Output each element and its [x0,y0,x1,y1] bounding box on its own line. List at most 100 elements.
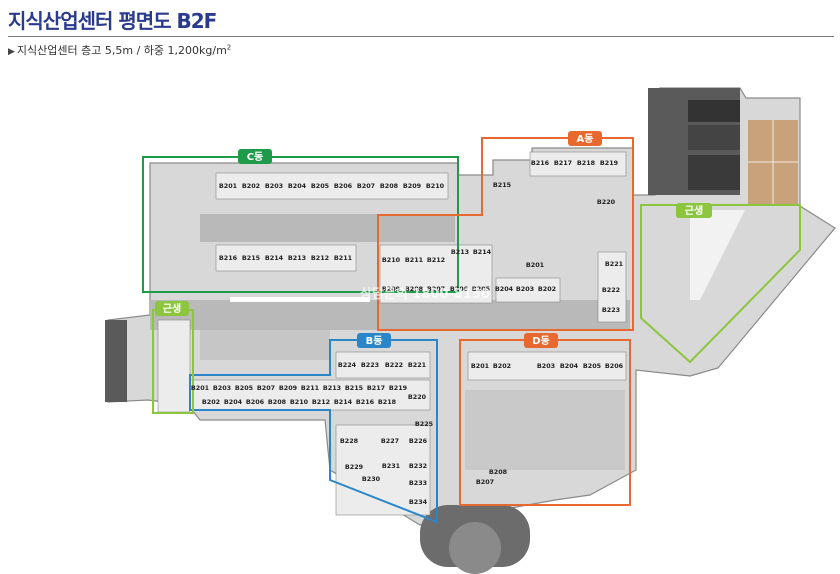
c-drive-aisle [200,214,455,242]
unit-label-b-b203: B203 [213,384,231,392]
zone-c-outline [142,156,459,293]
unit-label-b-b221: B221 [408,361,426,369]
unit-label-b-b213: B213 [323,384,341,392]
unit-label-b-b205: B205 [235,384,253,392]
unit-label-b-b207: B207 [257,384,275,392]
zone-b-outline [189,339,438,524]
unit-label-a-b206: B206 [450,285,469,293]
atrium [690,210,745,300]
unit-label-a-b212: B212 [427,256,445,264]
unit-label-a-b202: B202 [538,285,556,293]
dark-room-2 [688,125,740,150]
zone-d-tag: D동 [532,335,550,347]
unit-label-b-b204: B204 [224,398,243,406]
unit-label-b-b219: B219 [389,384,408,392]
zone-b-tag: B동 [366,335,383,347]
unit-label-d-b206: B206 [605,362,624,370]
unit-label-b-b215: B215 [345,384,363,392]
unit-label-b-b210: B210 [290,398,309,406]
left-dark-block [105,320,127,402]
unit-label-a-b203: B203 [516,285,534,293]
unit-label-a-b214: B214 [473,248,492,256]
zone-tags: C동 A동 B동 D동 근생 근생 [155,131,712,348]
triangle-bullet-icon: ▶ [8,47,15,57]
unit-label-c-b210: B210 [426,182,445,190]
unit-label-d-b207: B207 [476,478,494,486]
unit-label-a-b215: B215 [493,181,511,189]
unit-label-a-b209: B209 [382,285,401,293]
unit-label-a-b207: B207 [427,285,445,293]
unit-label-b-b212: B212 [312,398,330,406]
unit-label-a-b218: B218 [577,159,596,167]
unit-label-a-b216: B216 [531,159,550,167]
unit-label-a-b220: B220 [597,198,616,206]
zone-a-tag-bg [568,131,602,146]
amenity-left-tag-bg [155,301,189,316]
unit-label-b-b201: B201 [191,384,209,392]
zone-d-tag-bg [524,333,558,348]
unit-label-c-b213: B213 [288,254,306,262]
unit-label-d-b203: B203 [537,362,555,370]
unit-label-b-b216: B216 [356,398,375,406]
title-divider [8,36,834,37]
unit-label-d-b208: B208 [489,468,508,476]
zone-a-tag: A동 [577,133,594,145]
unit-label-c-b208: B208 [380,182,399,190]
unit-label-c-b201: B201 [219,182,237,190]
watermark: 상담문의 1800-8130 [360,286,490,302]
unit-label-b-b230: B230 [362,475,381,483]
unit-label-c-b205: B205 [311,182,329,190]
unit-label-b-b226: B226 [409,437,428,445]
unit-label-a-b210: B210 [382,256,401,264]
unit-label-b-b224: B224 [338,361,357,369]
unit-label-b-b223: B223 [361,361,379,369]
dark-room-1 [688,100,740,122]
unit-label-b-b209: B209 [279,384,298,392]
amenity-right-tag: 근생 [685,204,703,217]
unit-label-a-b204: B204 [495,285,514,293]
unit-label-a-b201: B201 [526,261,544,269]
unit-label-b-b202: B202 [202,398,220,406]
unit-label-c-b203: B203 [265,182,283,190]
unit-label-b-b234: B234 [409,498,428,506]
unit-label-c-b212: B212 [311,254,329,262]
page-subtitle: ▶지식산업센터 층고 5,5m / 하중 1,200kg/m2 [8,42,231,58]
unit-label-a-b213: B213 [451,248,469,256]
unit-label-c-b207: B207 [357,182,375,190]
unit-label-a-b219: B219 [600,159,619,167]
unit-label-b-b229: B229 [345,463,364,471]
unit-label-c-b209: B209 [403,182,422,190]
unit-label-b-b227: B227 [381,437,399,445]
zone-c-tag: C동 [247,151,264,163]
zone-b-tag-bg [357,333,391,348]
d-parking-area [465,390,625,470]
unit-label-a-b221: B221 [605,260,623,268]
unit-label-d-b202: B202 [493,362,511,370]
zone-a-outline [377,137,634,331]
ramp-inner [449,522,501,574]
unit-label-b-b206: B206 [246,398,265,406]
b-drive-aisle [200,330,330,360]
unit-label-c-b206: B206 [334,182,353,190]
unit-label-b-b217: B217 [367,384,385,392]
unit-label-b-b214: B214 [334,398,353,406]
unit-label-b-b225: B225 [415,420,433,428]
unit-label-a-b223: B223 [602,306,620,314]
unit-label-a-b211: B211 [405,256,423,264]
unit-label-b-b211: B211 [301,384,319,392]
amenity-right-tag-bg [676,203,712,218]
page-title: 지식산업센터 평면도 B2F [8,9,217,33]
unit-label-b-b222: B222 [385,361,403,369]
subtitle-superscript: 2 [226,43,232,52]
unit-label-b-b231: B231 [382,462,400,470]
amenity-right-outline [640,204,801,364]
unit-label-b-b232: B232 [409,462,427,470]
unit-label-c-b211: B211 [334,254,352,262]
unit-label-b-b233: B233 [409,479,427,487]
amenity-left-tag: 근생 [163,302,181,315]
subtitle-text: 지식산업센터 층고 5,5m / 하중 1,200kg/m [16,44,227,57]
unit-label-c-b214: B214 [265,254,284,262]
zone-c-tag-bg [238,149,272,164]
